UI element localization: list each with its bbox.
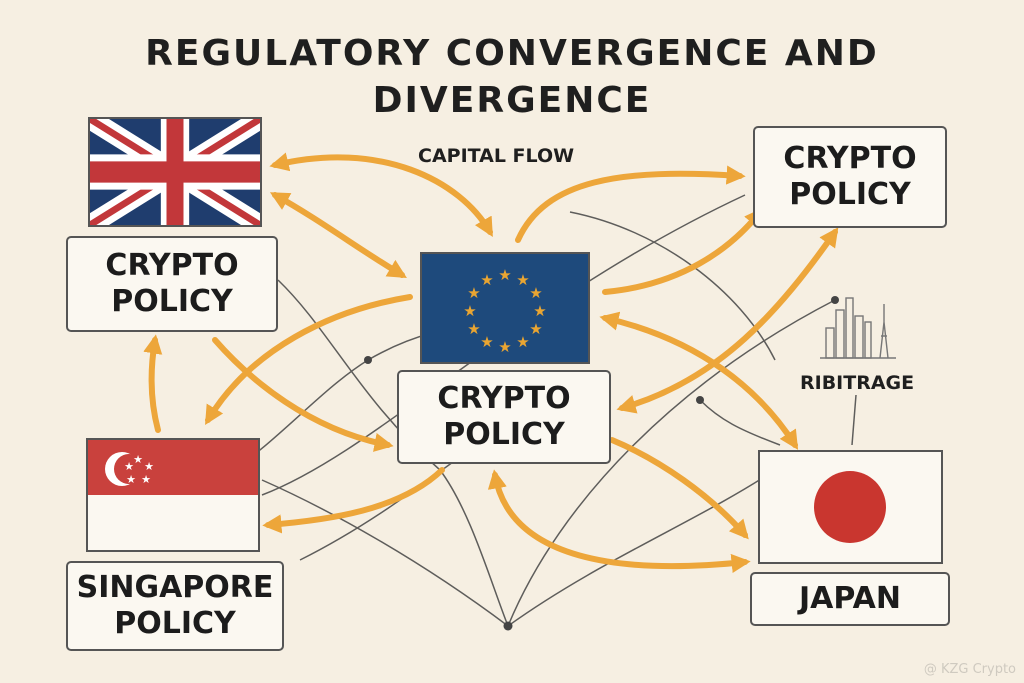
title-line-2: DIVERGENCE: [372, 80, 652, 121]
arrow-japan-eu-policy: [487, 469, 751, 573]
svg-text:★: ★: [144, 460, 154, 473]
network-line: [851, 394, 857, 446]
svg-text:★: ★: [498, 266, 511, 284]
singapore-flag-red-band: ★ ★ ★ ★ ★: [88, 440, 258, 495]
singapore-policy-line-1: SINGAPORE: [76, 570, 274, 605]
svg-text:★: ★: [516, 333, 529, 351]
svg-text:★: ★: [463, 302, 476, 320]
eu-policy-line-1: CRYPTO: [437, 381, 571, 416]
arrow-uk-eu-top: [269, 152, 493, 237]
eu-policy-line-2: POLICY: [443, 417, 565, 452]
arrow-eu-singapore: [205, 294, 413, 425]
arrow-singapore-uk: [143, 334, 163, 433]
japan-flag: [758, 450, 943, 564]
network-node: [364, 356, 372, 364]
svg-text:★: ★: [529, 284, 542, 302]
uk-policy-line-2: POLICY: [111, 284, 233, 319]
watermark: @ KZG Crypto: [924, 662, 1016, 677]
arrow-eu-japan: [599, 311, 799, 450]
svg-text:★: ★: [529, 320, 542, 338]
singapore-flag: ★ ★ ★ ★ ★: [86, 438, 260, 552]
capital-flow-label: CAPITAL FLOW: [418, 145, 575, 167]
watermark-text: @ KZG Crypto: [923, 662, 1016, 677]
arrow-eu-policy-right: [602, 207, 764, 295]
svg-text:★: ★: [467, 320, 480, 338]
japan-label: JAPAN: [799, 581, 901, 616]
arrow-eu-policy-singapore: [262, 467, 445, 534]
uk-policy-line-1: CRYPTO: [105, 248, 239, 283]
top-right-policy-line-1: CRYPTO: [783, 141, 917, 176]
svg-text:★: ★: [498, 338, 511, 356]
svg-text:★: ★: [480, 333, 493, 351]
svg-text:★: ★: [126, 473, 136, 486]
singapore-policy-line-2: POLICY: [114, 606, 236, 641]
svg-text:★: ★: [480, 271, 493, 289]
arrow-eu-policy-japan: [609, 437, 749, 540]
city-skyline-icon: [820, 297, 896, 359]
diagram-title: REGULATORY CONVERGENCE AND DIVERGENCE: [112, 30, 912, 124]
arrow-uk-eu: [269, 192, 407, 278]
svg-text:★: ★: [124, 460, 134, 473]
eu-flag: ★ ★ ★ ★ ★ ★ ★ ★ ★ ★ ★ ★: [420, 252, 590, 364]
singapore-flag-white-band: [88, 495, 258, 550]
arrow-eu-top-right: [515, 165, 746, 243]
arrow-uk-policy-eu-policy: [212, 337, 394, 452]
top-right-policy-line-2: POLICY: [789, 177, 911, 212]
svg-text:★: ★: [533, 302, 546, 320]
network-line: [261, 479, 509, 627]
svg-text:★: ★: [467, 284, 480, 302]
japan-flag-sun: [814, 471, 886, 543]
uk-flag: [88, 117, 262, 227]
svg-text:★: ★: [516, 271, 529, 289]
svg-text:★: ★: [141, 473, 151, 486]
title-line-1: REGULATORY CONVERGENCE AND: [145, 33, 879, 74]
japan-box: JAPAN: [750, 572, 950, 626]
arbitrage-label: RIBITRAGE: [800, 372, 915, 394]
network-node: [503, 621, 513, 631]
svg-text:★: ★: [133, 453, 143, 466]
